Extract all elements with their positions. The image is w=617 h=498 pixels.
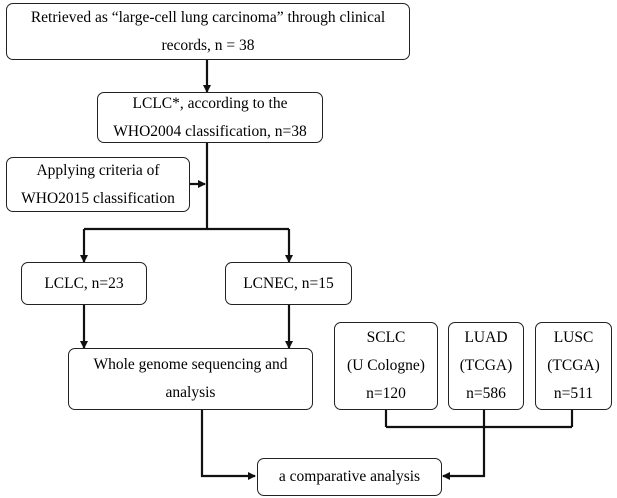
box-sclc-line1: SCLC: [366, 329, 406, 346]
box-criteria-who2015: Applying criteria of WHO2015 classificat…: [6, 157, 190, 212]
box-retrieved-line1: Retrieved as “large-cell lung carcinoma”…: [30, 8, 386, 26]
box-lclc: LCLC, n=23: [21, 262, 147, 305]
box-lclc-label: LCLC, n=23: [44, 274, 124, 292]
box-wgs: Whole genome sequencing and analysis: [68, 348, 313, 410]
box-luad: LUAD (TCGA) n=586: [448, 322, 524, 410]
box-luad-line2: (TCGA): [459, 357, 513, 374]
box-lclc-who2004-line2: WHO2004 classification, n=38: [113, 122, 307, 140]
box-retrieved: Retrieved as “large-cell lung carcinoma”…: [6, 3, 410, 60]
box-wgs-line2: analysis: [165, 384, 216, 401]
box-comparative-analysis: a comparative analysis: [257, 458, 442, 496]
box-comparative-analysis-label: a comparative analysis: [278, 468, 421, 485]
box-lclc-who2004: LCLC*, according to the WHO2004 classifi…: [97, 92, 323, 143]
arrow-wgs-to-comparative: [200, 410, 256, 480]
box-lcnec: LCNEC, n=15: [225, 262, 352, 305]
box-lusc-line2: (TCGA): [547, 357, 600, 374]
box-lcnec-label: LCNEC, n=15: [243, 274, 334, 292]
box-lusc-line1: LUSC: [553, 329, 594, 346]
box-luad-line1: LUAD: [464, 329, 508, 346]
box-retrieved-line2: records, n = 38: [161, 36, 255, 54]
box-sclc-line2: (U Cologne): [347, 357, 425, 374]
box-lusc: LUSC (TCGA) n=511: [535, 322, 612, 410]
box-wgs-line1: Whole genome sequencing and: [93, 356, 288, 373]
box-luad-line3: n=586: [466, 385, 506, 402]
box-criteria-who2015-line2: WHO2015 classification: [21, 189, 175, 207]
box-lusc-line3: n=511: [553, 385, 594, 402]
box-sclc: SCLC (U Cologne) n=120: [334, 322, 438, 410]
arrow-cohorts-to-comparative: [442, 427, 486, 480]
box-sclc-line3: n=120: [366, 385, 406, 402]
box-lclc-who2004-line1: LCLC*, according to the: [132, 94, 288, 112]
box-criteria-who2015-line1: Applying criteria of: [36, 161, 160, 179]
